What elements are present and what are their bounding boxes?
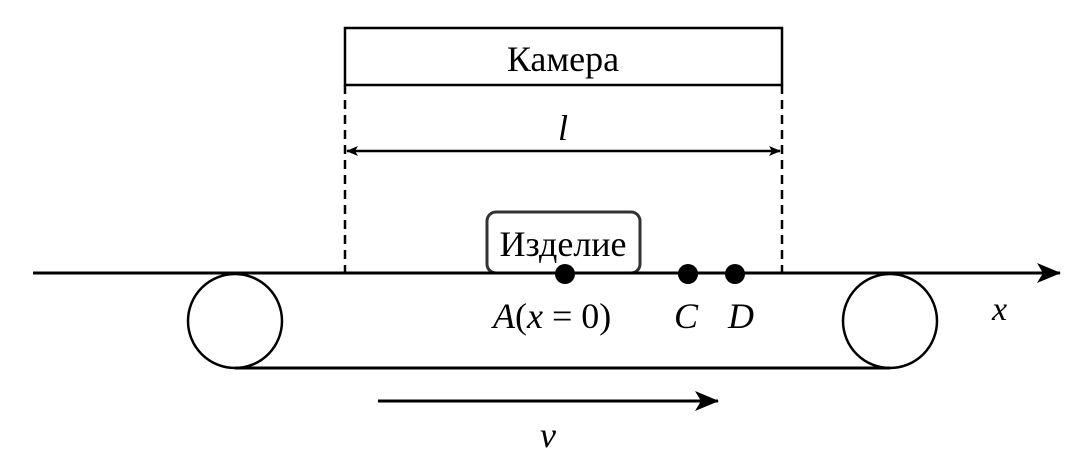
point-d [725,264,745,284]
point-d-label: D [727,296,754,336]
camera-box: Камера [343,26,784,87]
velocity-label: v [540,415,556,455]
fov-length-label: l [558,108,568,148]
product-label: Изделие [499,224,626,264]
point-c [678,264,698,284]
x-axis-label: x [991,291,1007,328]
right-roller [841,272,939,370]
point-a-label: A(x = 0) [491,296,611,336]
point-a [555,264,575,284]
camera-label: Камера [507,39,619,79]
left-roller [186,272,284,370]
point-c-label: C [674,296,699,336]
product-box: Изделие [485,210,642,275]
